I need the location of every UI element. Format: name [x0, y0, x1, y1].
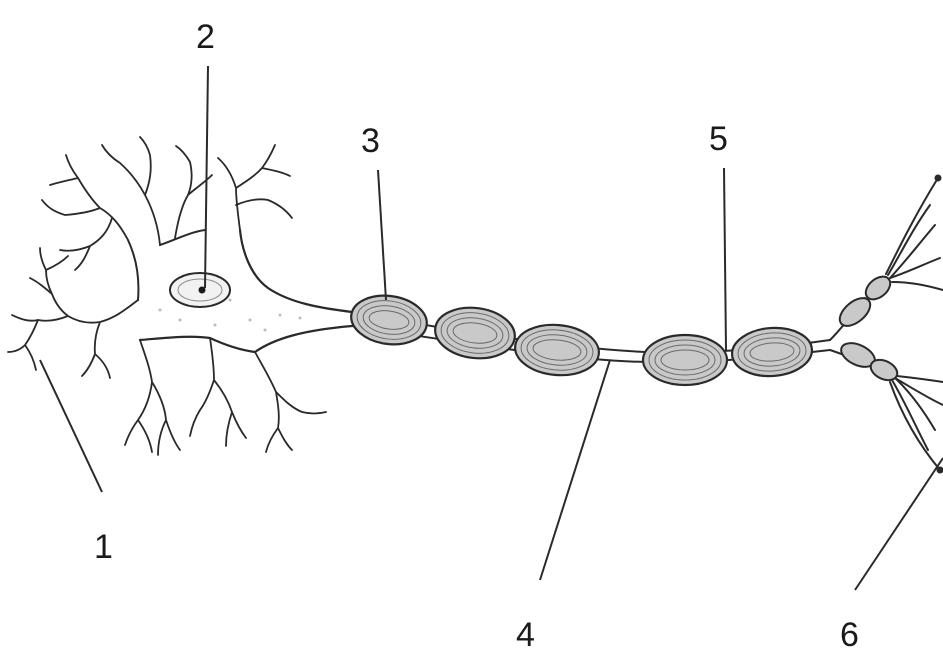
leader-line-3	[378, 170, 386, 300]
myelin-segment	[432, 303, 517, 362]
leader-line-5	[724, 168, 726, 350]
leader-line-2	[205, 66, 208, 288]
label-4: 4	[516, 616, 535, 651]
leader-line-6	[855, 458, 943, 590]
nucleus	[170, 273, 230, 307]
myelin-segment	[643, 335, 727, 385]
myelin-sheath	[348, 291, 814, 385]
label-2: 2	[196, 18, 215, 56]
label-3: 3	[361, 122, 380, 160]
dendrites	[8, 137, 326, 455]
label-6: 6	[840, 616, 859, 651]
myelin-segment	[348, 291, 430, 349]
label-5: 5	[709, 120, 728, 158]
leader-line-1	[40, 360, 102, 492]
leader-line-4	[540, 360, 610, 580]
cell-body	[128, 230, 352, 352]
label-1: 1	[94, 528, 113, 566]
axon-terminals	[830, 176, 943, 473]
